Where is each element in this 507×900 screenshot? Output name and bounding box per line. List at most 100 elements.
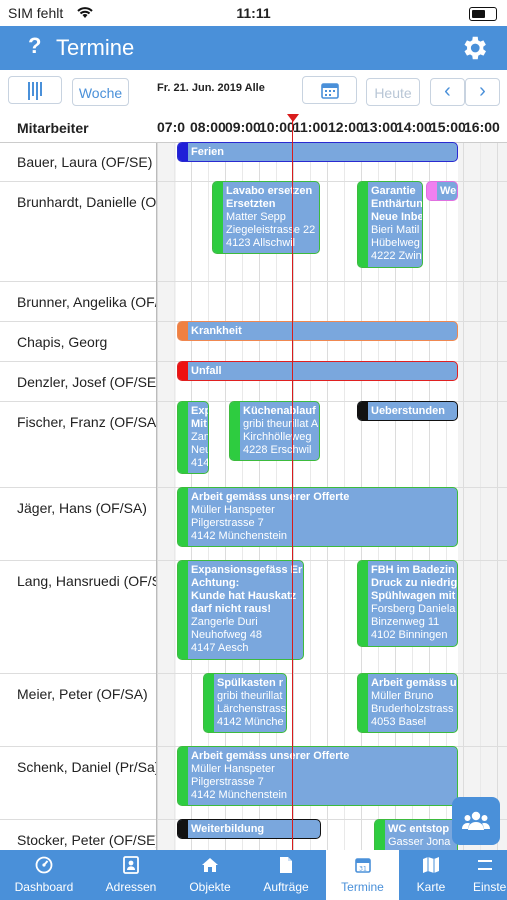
hour-label: 11:00 bbox=[293, 119, 329, 135]
appointment-line: 4222 Zwin bbox=[371, 250, 422, 262]
tab-termine[interactable]: 31 Termine bbox=[326, 850, 399, 900]
appointment-weiterbildung[interactable]: Weiterbildung bbox=[177, 819, 321, 839]
appointment-line: Ersetzten bbox=[226, 198, 276, 210]
tab-dashboard[interactable]: Dashboard bbox=[0, 850, 88, 900]
appointment-line: 4102 Binningen bbox=[371, 629, 448, 641]
grid-line bbox=[480, 114, 481, 850]
appointment-line: We bbox=[440, 185, 457, 197]
appointment-line: Mit bbox=[191, 418, 207, 430]
tab-karte[interactable]: Karte bbox=[399, 850, 463, 900]
appointment-line: Matter Sepp bbox=[226, 211, 286, 223]
appointment-line: Pilgerstrasse 7 bbox=[191, 517, 264, 529]
schedule-grid[interactable]: Bauer, Laura (OF/SE)Brunhardt, Danielle … bbox=[0, 114, 507, 850]
appointment-krankheit[interactable]: Krankheit bbox=[177, 321, 458, 341]
wifi-icon bbox=[77, 7, 93, 18]
appointment-line: Ferien bbox=[191, 146, 225, 158]
appointment-line: Lärchenstrass bbox=[217, 703, 287, 715]
tab-bar: Dashboard Adressen Objekte Aufträge 31 T… bbox=[0, 850, 507, 900]
calendar-icon: 31 bbox=[354, 858, 371, 873]
appointment-line: Gasser Jona bbox=[388, 836, 451, 848]
grid-line bbox=[344, 114, 345, 850]
appointment-line: Krankheit bbox=[191, 325, 242, 337]
hour-label: 16:00 bbox=[464, 119, 500, 135]
employee-name: Jäger, Hans (OF/SA) bbox=[17, 500, 147, 516]
grid-line bbox=[276, 114, 277, 850]
current-time-line bbox=[292, 114, 293, 850]
employee-name: Chapis, Georg bbox=[17, 334, 108, 350]
appointment-line: gribi theurillat bbox=[217, 690, 283, 702]
appointment-line: Müller Bruno bbox=[371, 690, 434, 702]
hour-label: 08:00 bbox=[190, 119, 226, 135]
hour-label: 09:00 bbox=[225, 119, 261, 135]
home-icon bbox=[202, 858, 218, 872]
grid-line bbox=[242, 114, 243, 850]
employee-name: Meier, Peter (OF/SA) bbox=[17, 686, 148, 702]
carrier-label: SIM fehlt bbox=[8, 5, 64, 21]
tab-adressen[interactable]: Adressen bbox=[88, 850, 174, 900]
gear-icon[interactable] bbox=[459, 33, 489, 63]
timeline-icon bbox=[28, 82, 42, 100]
tab-einstellungen[interactable]: Einste bbox=[463, 850, 507, 900]
next-week-button[interactable]: › bbox=[465, 78, 500, 106]
employee-row[interactable]: Brunner, Angelika (OF/SE) bbox=[0, 282, 507, 322]
appointment-line: 414 bbox=[191, 457, 209, 469]
employee-name: Schenk, Daniel (Pr/Sa) bbox=[17, 759, 156, 775]
date-filter-label: Fr. 21. Jun. 2019 Alle bbox=[157, 82, 265, 94]
appointment-ferien[interactable]: Ferien bbox=[177, 142, 458, 162]
help-icon[interactable]: ? bbox=[28, 33, 42, 58]
appointment-exp[interactable]: ExpMitZanNeu414 bbox=[177, 401, 209, 474]
appointment-line: Zan bbox=[191, 431, 209, 443]
tab-objekte[interactable]: Objekte bbox=[174, 850, 246, 900]
appointment-line: Pilgerstrasse 7 bbox=[191, 776, 264, 788]
employee-row[interactable]: Stocker, Peter (OF/SE) bbox=[0, 820, 507, 850]
appointment-line: Kunde hat Hauskatz bbox=[191, 590, 297, 602]
timeline-view-button[interactable] bbox=[8, 76, 62, 104]
appointment-line: gribi theurillat A bbox=[243, 418, 319, 430]
grid-line bbox=[191, 114, 192, 850]
calendar-picker-button[interactable] bbox=[302, 76, 357, 104]
column-separator bbox=[156, 114, 157, 850]
today-button[interactable]: Heute bbox=[366, 78, 420, 106]
appointment-line: Arbeit gemäss u bbox=[371, 677, 457, 689]
appointment-we[interactable]: We bbox=[426, 181, 458, 201]
appointment-line: Ziegeleistrasse 22 bbox=[226, 224, 316, 236]
grid-line bbox=[497, 114, 498, 850]
current-time-marker bbox=[287, 114, 299, 122]
battery-icon bbox=[469, 7, 497, 21]
appointment-line: FBH im Badezin bbox=[371, 564, 455, 576]
appointment-unfall[interactable]: Unfall bbox=[177, 361, 458, 381]
employee-row[interactable]: Brunhardt, Danielle (OF/SE) bbox=[0, 182, 507, 282]
appointment-line: 4147 Aesch bbox=[191, 642, 249, 654]
appointment-line: Neuhofweg 48 bbox=[191, 629, 262, 641]
appointment-line: WC entstop bbox=[388, 823, 450, 835]
appointment-line: Unfall bbox=[191, 365, 222, 377]
document-icon bbox=[280, 857, 292, 873]
tab-auftraege[interactable]: Aufträge bbox=[246, 850, 326, 900]
prev-week-button[interactable]: ‹ bbox=[430, 78, 465, 106]
map-icon bbox=[423, 857, 439, 873]
grid-line bbox=[310, 114, 311, 850]
appointment-line: 4123 Allschwil bbox=[226, 237, 296, 249]
hour-label: 10:00 bbox=[259, 119, 295, 135]
grid-line bbox=[361, 114, 362, 850]
appointment-line: Druck zu niedrig bbox=[371, 577, 458, 589]
grid-line bbox=[157, 114, 158, 850]
grid-line bbox=[395, 114, 396, 850]
appointment-line: Neu bbox=[191, 444, 208, 456]
hour-label: 14:00 bbox=[396, 119, 432, 135]
address-book-icon bbox=[123, 856, 139, 874]
employee-filter-button[interactable] bbox=[452, 797, 500, 845]
appointment-ueberstunden[interactable]: Ueberstunden bbox=[357, 401, 458, 421]
week-button[interactable]: Woche bbox=[72, 78, 129, 106]
appointment-line: 4053 Basel bbox=[371, 716, 427, 728]
